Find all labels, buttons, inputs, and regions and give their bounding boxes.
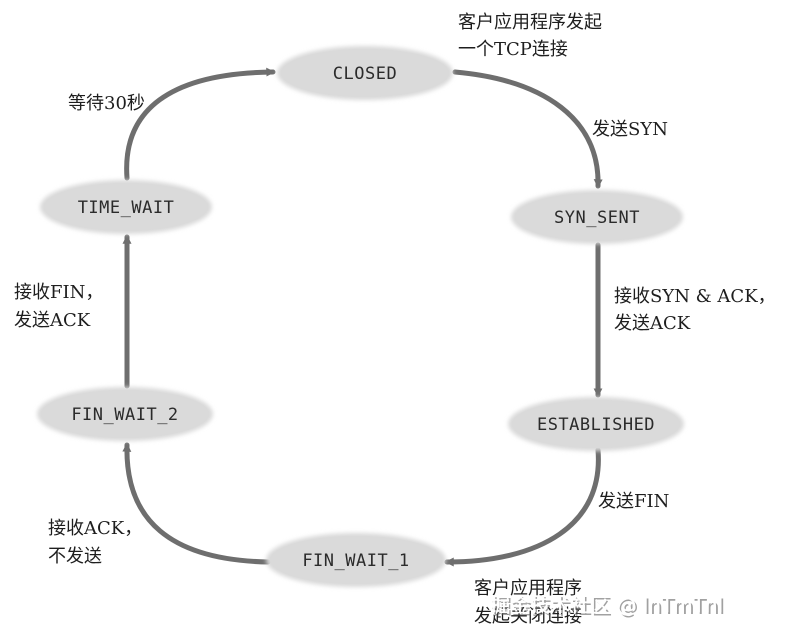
label-recv-fin-line2: 发送ACK bbox=[14, 310, 91, 331]
watermark-text: 掘金技术社区 @ lnTmTnl bbox=[490, 593, 723, 617]
label-recv-ack-line1: 接收ACK， bbox=[48, 518, 142, 539]
edge-fin-wait-1-to-fin-wait-2 bbox=[122, 442, 271, 565]
watermark: 掘金技术社区 @ lnTmTnl 掘金技术社区 @ lnTmTnl bbox=[490, 593, 725, 619]
edge-labels: 客户应用程序发起 一个TCP连接 发送SYN 接收SYN & ACK， 发送AC… bbox=[14, 12, 776, 627]
state-established-label: ESTABLISHED bbox=[537, 415, 655, 435]
state-fin-wait-1: FIN_WAIT_1 bbox=[266, 533, 446, 587]
label-recv-syn-ack-line2: 发送ACK bbox=[614, 313, 691, 334]
watermark-shadow-text: 掘金技术社区 @ lnTmTnl bbox=[492, 595, 725, 619]
label-client-close-line2: 发起关闭连接 bbox=[474, 606, 582, 627]
state-closed: CLOSED bbox=[277, 46, 453, 100]
nodes: CLOSED SYN_SENT ESTABLISHED FIN_WAIT_1 F… bbox=[37, 46, 684, 587]
label-client-start-line2: 一个TCP连接 bbox=[458, 39, 568, 60]
label-recv-fin-line1: 接收FIN， bbox=[14, 282, 103, 303]
state-fin-wait-2-label: FIN_WAIT_2 bbox=[71, 405, 178, 425]
label-send-syn: 发送SYN bbox=[592, 119, 668, 140]
state-syn-sent: SYN_SENT bbox=[511, 190, 683, 244]
state-closed-label: CLOSED bbox=[333, 64, 397, 84]
state-time-wait-label: TIME_WAIT bbox=[78, 198, 175, 218]
state-fin-wait-2: FIN_WAIT_2 bbox=[37, 387, 213, 441]
label-client-start-line1: 客户应用程序发起 bbox=[458, 12, 602, 33]
edge-time-wait-to-closed bbox=[124, 67, 276, 181]
edge-established-to-fin-wait-1 bbox=[444, 447, 601, 567]
state-syn-sent-label: SYN_SENT bbox=[554, 208, 640, 228]
edge-closed-to-syn-sent bbox=[452, 69, 603, 189]
label-wait-30s: 等待30秒 bbox=[68, 93, 145, 114]
state-established: ESTABLISHED bbox=[508, 397, 684, 451]
edges bbox=[122, 67, 603, 567]
label-client-close-line1: 客户应用程序 bbox=[474, 578, 582, 599]
label-recv-ack-line2: 不发送 bbox=[48, 546, 102, 567]
label-recv-syn-ack-line1: 接收SYN & ACK， bbox=[614, 286, 776, 307]
state-fin-wait-1-label: FIN_WAIT_1 bbox=[302, 551, 409, 571]
label-send-fin: 发送FIN bbox=[598, 491, 669, 512]
state-time-wait: TIME_WAIT bbox=[40, 180, 212, 234]
